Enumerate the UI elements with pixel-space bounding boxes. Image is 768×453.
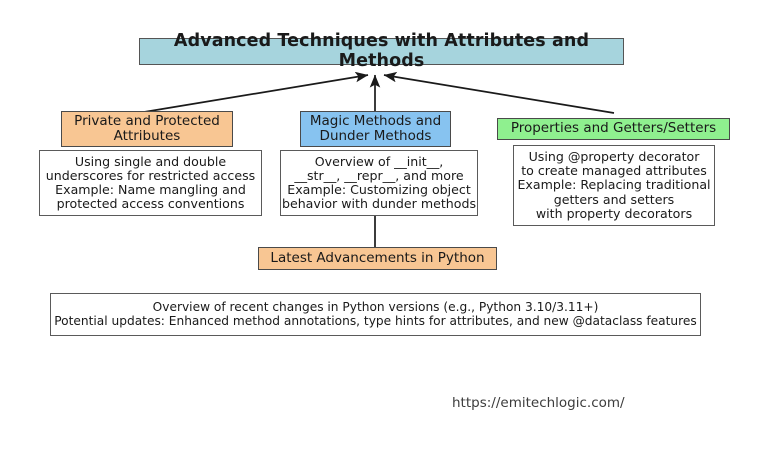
category-box-magic-methods: Magic Methods and Dunder Methods xyxy=(300,111,451,147)
detail-box-magic-methods-text: Overview of __init__, __str__, __repr__,… xyxy=(281,153,477,212)
detail-box-magic-methods: Overview of __init__, __str__, __repr__,… xyxy=(280,150,478,216)
connector-left xyxy=(137,71,369,114)
title-box-label: Advanced Techniques with Attributes and … xyxy=(173,30,590,71)
category-box-private-protected-label: Private and Protected Attributes xyxy=(74,112,220,144)
latest-advancements-box: Latest Advancements in Python xyxy=(258,247,497,270)
category-box-private-protected: Private and Protected Attributes xyxy=(61,111,233,147)
category-box-properties-label: Properties and Getters/Setters xyxy=(510,120,717,137)
category-box-properties: Properties and Getters/Setters xyxy=(497,118,730,140)
connector-right xyxy=(383,71,615,114)
detail-box-private-protected: Using single and double underscores for … xyxy=(39,150,262,216)
detail-box-properties-text: Using @property decorator to create mana… xyxy=(517,149,711,221)
title-box: Advanced Techniques with Attributes and … xyxy=(139,31,624,70)
summary-box-text: Overview of recent changes in Python ver… xyxy=(54,299,697,328)
watermark-url: https://emitechlogic.com/ xyxy=(452,395,625,411)
category-box-magic-methods-label: Magic Methods and Dunder Methods xyxy=(309,112,442,144)
summary-box: Overview of recent changes in Python ver… xyxy=(50,293,701,336)
latest-advancements-label: Latest Advancements in Python xyxy=(270,249,485,266)
detail-box-private-protected-text: Using single and double underscores for … xyxy=(45,153,256,212)
detail-box-properties: Using @property decorator to create mana… xyxy=(513,145,715,226)
